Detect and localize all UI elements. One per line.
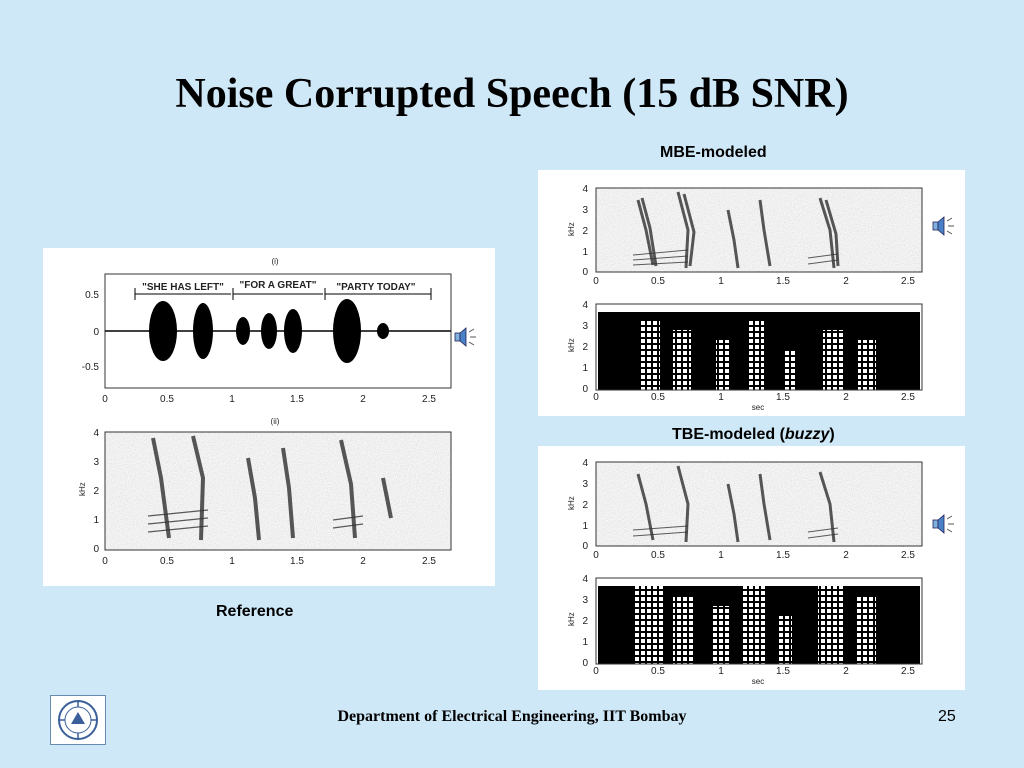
page-number: 25 [938,708,956,725]
svg-text:2: 2 [843,276,849,287]
svg-text:2.5: 2.5 [901,666,915,677]
svg-text:2.5: 2.5 [422,556,436,567]
svg-text:4: 4 [93,428,99,439]
svg-text:2.5: 2.5 [901,276,915,287]
svg-text:1: 1 [582,521,588,532]
svg-text:0: 0 [593,276,599,287]
svg-text:3: 3 [582,321,588,332]
footer-department: Department of Electrical Engineering, II… [337,708,687,725]
svg-text:4: 4 [582,458,588,469]
svg-text:3: 3 [582,479,588,490]
svg-text:1: 1 [582,637,588,648]
mbe-label: MBE-modeled [660,144,767,161]
svg-text:(ii): (ii) [271,417,280,426]
svg-text:0.5: 0.5 [85,290,99,301]
svg-text:1: 1 [93,515,99,526]
svg-text:2: 2 [93,486,99,497]
svg-text:1.5: 1.5 [776,276,790,287]
svg-text:0.5: 0.5 [160,556,174,567]
reference-figure: (i) "SHE HAS LEFT" "FOR A GREAT" "PARTY … [43,248,495,586]
svg-text:1: 1 [582,363,588,374]
svg-text:1: 1 [718,392,724,403]
svg-text:2: 2 [843,666,849,677]
svg-text:1.5: 1.5 [290,394,304,405]
svg-text:2: 2 [582,616,588,627]
svg-text:0: 0 [593,666,599,677]
svg-text:2.5: 2.5 [901,550,915,561]
speaker-icon[interactable] [930,510,958,538]
svg-text:1: 1 [718,550,724,561]
svg-text:kHz: kHz [567,222,576,236]
waveform [149,299,389,363]
svg-text:1.5: 1.5 [776,550,790,561]
svg-text:1: 1 [582,247,588,258]
svg-text:3: 3 [582,595,588,606]
slide-title: Noise Corrupted Speech (15 dB SNR) [175,71,849,117]
iit-bombay-logo [50,695,106,745]
svg-text:1: 1 [229,394,235,405]
svg-text:4: 4 [582,184,588,195]
svg-text:2.5: 2.5 [422,394,436,405]
svg-text:0: 0 [102,556,108,567]
svg-text:2: 2 [582,500,588,511]
svg-text:kHz: kHz [567,612,576,626]
svg-text:kHz: kHz [567,338,576,352]
svg-text:0: 0 [102,394,108,405]
svg-text:1: 1 [229,556,235,567]
reference-label: Reference [216,603,294,620]
svg-text:kHz: kHz [567,496,576,510]
svg-text:0.5: 0.5 [651,550,665,561]
svg-text:1.5: 1.5 [776,666,790,677]
svg-text:0: 0 [93,327,99,338]
svg-text:2: 2 [843,392,849,403]
svg-text:3: 3 [93,457,99,468]
svg-text:2: 2 [582,342,588,353]
svg-text:3: 3 [582,205,588,216]
svg-text:2: 2 [360,394,366,405]
svg-text:1: 1 [718,666,724,677]
svg-text:2.5: 2.5 [901,392,915,403]
svg-text:(i): (i) [271,257,278,266]
phrase-label: "SHE HAS LEFT" [142,282,224,293]
svg-text:0: 0 [582,267,588,278]
svg-text:1.5: 1.5 [290,556,304,567]
svg-text:0: 0 [582,658,588,669]
phrase-label: "PARTY TODAY" [336,282,415,293]
svg-text:-0.5: -0.5 [82,362,100,373]
tbe-figure: 4 3 2 1 0 kHz 0 0.5 1 1.5 2 2.5 4 3 2 1 … [538,446,965,690]
svg-text:kHz: kHz [78,482,87,496]
svg-text:sec: sec [752,677,764,686]
phrase-label: "FOR A GREAT" [240,280,317,291]
svg-text:2: 2 [360,556,366,567]
svg-text:2: 2 [843,550,849,561]
svg-text:1: 1 [718,276,724,287]
svg-text:0: 0 [593,550,599,561]
svg-text:0.5: 0.5 [651,666,665,677]
svg-text:4: 4 [582,300,588,311]
svg-text:4: 4 [582,574,588,585]
svg-text:0: 0 [593,392,599,403]
tbe-label: TBE-modeled (buzzy) [672,426,835,443]
svg-text:0.5: 0.5 [651,392,665,403]
svg-text:0: 0 [93,544,99,555]
svg-text:2: 2 [582,226,588,237]
svg-text:sec: sec [752,403,764,412]
svg-text:1.5: 1.5 [776,392,790,403]
svg-text:0: 0 [582,384,588,395]
speaker-icon[interactable] [452,323,480,351]
speaker-icon[interactable] [930,212,958,240]
svg-text:0: 0 [582,541,588,552]
svg-text:0.5: 0.5 [160,394,174,405]
svg-text:0.5: 0.5 [651,276,665,287]
mbe-figure: 4 3 2 1 0 kHz 0 0.5 1 1.5 2 2.5 4 3 2 1 … [538,170,965,416]
